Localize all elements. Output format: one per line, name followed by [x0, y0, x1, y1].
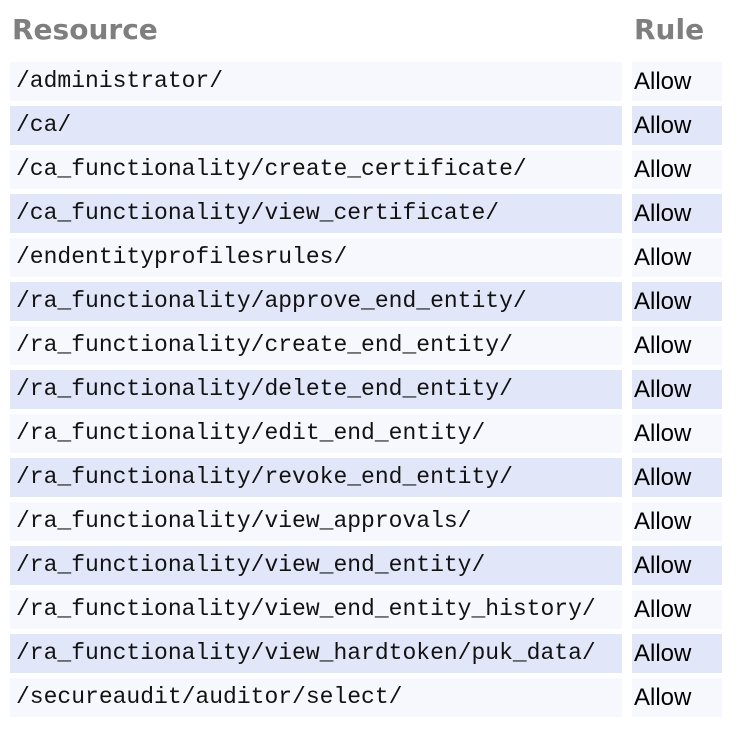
resource-cell: /ca_functionality/view_certificate/: [10, 194, 622, 233]
resource-cell: /ra_functionality/create_end_entity/: [10, 326, 622, 365]
table-row: /ra_functionality/delete_end_entity/ All…: [10, 370, 722, 409]
column-header-resource: Resource: [12, 13, 158, 46]
rule-cell: Allow: [632, 238, 722, 277]
table-row: /secureaudit/auditor/select/ Allow: [10, 678, 722, 717]
table-row: /ca_functionality/view_certificate/ Allo…: [10, 194, 722, 233]
table-row: /ca_functionality/create_certificate/ Al…: [10, 150, 722, 189]
rule-cell: Allow: [632, 502, 722, 541]
rule-cell: Allow: [632, 370, 722, 409]
table-row: /endentityprofilesrules/ Allow: [10, 238, 722, 277]
rule-cell: Allow: [632, 62, 722, 101]
resource-cell: /endentityprofilesrules/: [10, 238, 622, 277]
table-row: /ra_functionality/create_end_entity/ All…: [10, 326, 722, 365]
table-row: /ra_functionality/view_approvals/ Allow: [10, 502, 722, 541]
rule-cell: Allow: [632, 326, 722, 365]
resource-cell: /ra_functionality/approve_end_entity/: [10, 282, 622, 321]
rule-cell: Allow: [632, 458, 722, 497]
rule-cell: Allow: [632, 150, 722, 189]
rule-cell: Allow: [632, 546, 722, 585]
rule-cell: Allow: [632, 194, 722, 233]
rule-cell: Allow: [632, 414, 722, 453]
table-row: /ra_functionality/approve_end_entity/ Al…: [10, 282, 722, 321]
rule-cell: Allow: [632, 678, 722, 717]
rule-cell: Allow: [632, 634, 722, 673]
resource-cell: /ra_functionality/view_hardtoken/puk_dat…: [10, 634, 622, 673]
resource-cell: /administrator/: [10, 62, 622, 101]
resource-cell: /ra_functionality/view_end_entity/: [10, 546, 622, 585]
header-row: Resource Rule: [10, 5, 722, 57]
rule-cell: Allow: [632, 106, 722, 145]
access-rules-table: Resource Rule /administrator/ Allow /ca/…: [10, 5, 722, 717]
table-row: /ra_functionality/view_end_entity_histor…: [10, 590, 722, 629]
table-row: /ca/ Allow: [10, 106, 722, 145]
table-row: /ra_functionality/view_hardtoken/puk_dat…: [10, 634, 722, 673]
resource-cell: /secureaudit/auditor/select/: [10, 678, 622, 717]
resource-cell: /ra_functionality/revoke_end_entity/: [10, 458, 622, 497]
table-row: /ra_functionality/view_end_entity/ Allow: [10, 546, 722, 585]
table-row: /ra_functionality/revoke_end_entity/ All…: [10, 458, 722, 497]
resource-cell: /ca/: [10, 106, 622, 145]
resource-cell: /ra_functionality/edit_end_entity/: [10, 414, 622, 453]
resource-cell: /ra_functionality/view_approvals/: [10, 502, 622, 541]
rule-cell: Allow: [632, 590, 722, 629]
table-row: /administrator/ Allow: [10, 62, 722, 101]
resource-cell: /ra_functionality/view_end_entity_histor…: [10, 590, 622, 629]
resource-cell: /ra_functionality/delete_end_entity/: [10, 370, 622, 409]
resource-cell: /ca_functionality/create_certificate/: [10, 150, 622, 189]
table-row: /ra_functionality/edit_end_entity/ Allow: [10, 414, 722, 453]
column-header-rule: Rule: [634, 13, 705, 46]
rule-cell: Allow: [632, 282, 722, 321]
